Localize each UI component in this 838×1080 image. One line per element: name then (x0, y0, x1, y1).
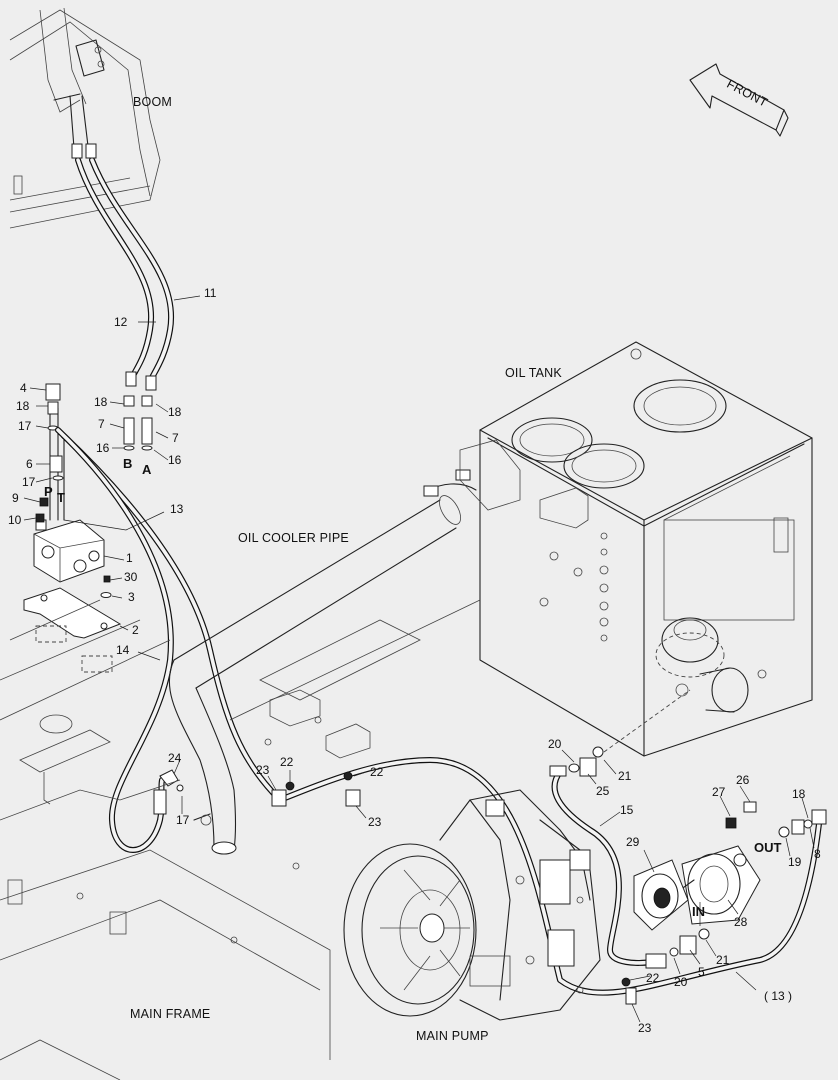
callout-22: 22 (370, 765, 384, 779)
callout-8: 8 (814, 847, 821, 861)
callout-13: 13 (170, 502, 184, 516)
callout-12: 12 (114, 315, 128, 329)
oil-tank-label: OIL TANK (505, 366, 562, 380)
hose-15 (549, 746, 710, 969)
callout-18: 18 (94, 395, 108, 409)
port-in-label: IN (692, 904, 705, 919)
left-fittings (35, 383, 153, 598)
clamps (271, 771, 637, 1005)
callout-10: 10 (8, 513, 22, 527)
gear-pump-28 (679, 801, 761, 925)
leader-lines (23, 295, 815, 1023)
callout-16: 16 (168, 453, 182, 467)
port-t-label: T (57, 490, 65, 505)
callout-22: 22 (646, 971, 660, 985)
callout-29: 29 (626, 835, 640, 849)
port-p-label: P (44, 484, 53, 499)
callout-23: 23 (368, 815, 382, 829)
main-pump-label: MAIN PUMP (416, 1029, 489, 1043)
oil-cooler-pipe-label: OIL COOLER PIPE (238, 531, 349, 545)
port-b-label: B (123, 456, 132, 471)
callout-16: 16 (96, 441, 110, 455)
callout-5: 5 (698, 965, 705, 979)
callout-21: 21 (716, 953, 730, 967)
callout-20: 20 (548, 737, 562, 751)
front-arrow (689, 63, 789, 137)
pump-flange-29 (633, 859, 689, 931)
boom-structure (9, 7, 161, 229)
boom-label: BOOM (133, 95, 172, 109)
callout-15: 15 (620, 803, 634, 817)
callout-24: 24 (168, 751, 182, 765)
front-label: FRONT (724, 77, 770, 110)
callout-30: 30 (124, 570, 138, 584)
callout-2: 2 (132, 623, 139, 637)
callout-21: 21 (618, 769, 632, 783)
main-frame-label: MAIN FRAME (130, 1007, 210, 1021)
callout-14: 14 (116, 643, 130, 657)
port-out-label: OUT (754, 840, 782, 855)
boom-hoses (71, 143, 175, 391)
callout-25: 25 (596, 784, 610, 798)
callout-7: 7 (98, 417, 105, 431)
callout-19: 19 (788, 855, 802, 869)
out-port-fittings (778, 809, 827, 838)
callout-28: 28 (734, 915, 748, 929)
callout-18: 18 (792, 787, 806, 801)
callout-11: 11 (204, 286, 217, 300)
callout-26: 26 (736, 773, 750, 787)
callout-27: 27 (712, 785, 726, 799)
port-labels: P T B A OUT IN (44, 456, 782, 919)
callout-1: 1 (126, 551, 133, 565)
callout-23: 23 (638, 1021, 652, 1035)
callout-6: 6 (26, 457, 33, 471)
callout-4: 4 (20, 381, 27, 395)
port-a-label: A (142, 462, 152, 477)
callout-13-reference: ( 13 ) (764, 989, 792, 1003)
main-frame (0, 599, 481, 1080)
mounting-bracket (23, 587, 122, 673)
callout-17: 17 (18, 419, 32, 433)
callout-numbers: 11 12 4 18 17 6 17 9 10 18 7 16 18 7 16 … (8, 286, 821, 1035)
callout-7: 7 (172, 431, 179, 445)
control-valve-block (33, 407, 105, 583)
oil-tank (459, 341, 813, 757)
callout-18: 18 (16, 399, 30, 413)
oil-cooler-pipe (168, 469, 477, 855)
callout-3: 3 (128, 590, 135, 604)
callout-17: 17 (22, 475, 36, 489)
pilot-hoses (55, 427, 823, 996)
suction-connection-line (603, 689, 691, 753)
callout-23: 23 (256, 763, 270, 777)
callout-18: 18 (168, 405, 182, 419)
callout-22: 22 (280, 755, 294, 769)
callout-20: 20 (674, 975, 688, 989)
callout-9: 9 (12, 491, 19, 505)
callout-17: 17 (176, 813, 190, 827)
main-pump (343, 789, 601, 1021)
